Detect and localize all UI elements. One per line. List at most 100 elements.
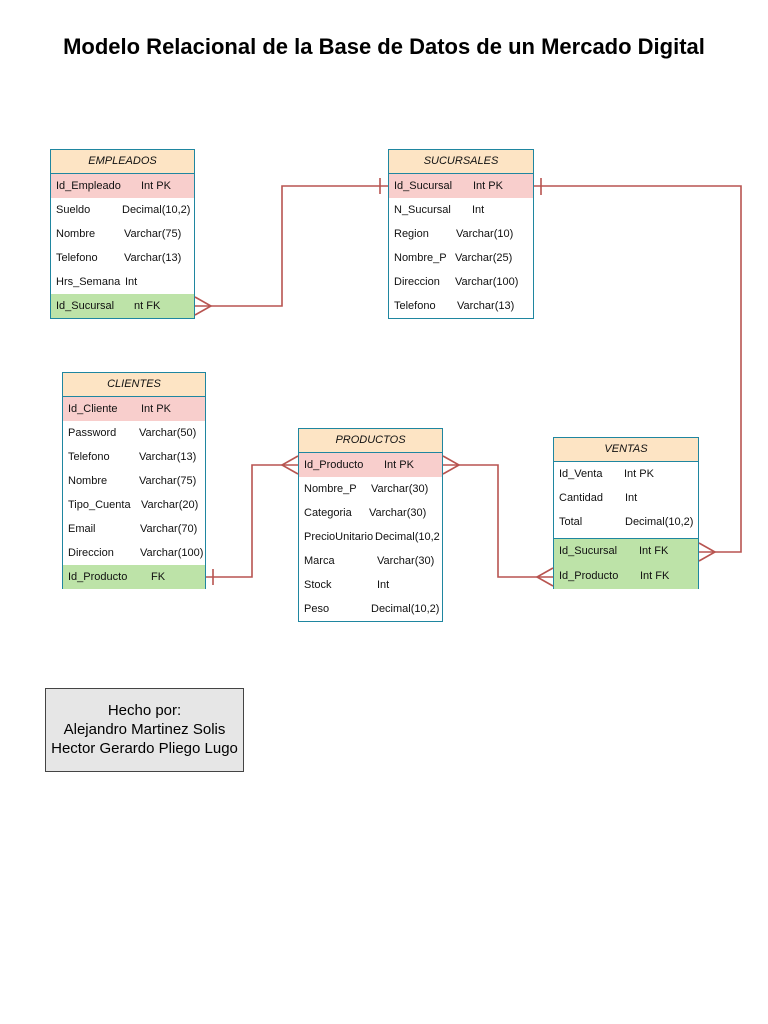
field-type: Varchar(20) [141, 499, 199, 511]
field-name: Hrs_Semana [56, 276, 121, 288]
field-type: Decimal(10,2) [371, 603, 440, 615]
field-name: Nombre [56, 228, 96, 240]
field-name: Direccion [394, 276, 440, 288]
table-row: PrecioUnitario Decimal(10,2 [299, 525, 442, 549]
table-row: Peso Decimal(10,2) [299, 597, 442, 621]
field-type: Varchar(13) [124, 252, 182, 264]
table-empleados: EMPLEADOS Id_Empleado Int PK Sueldo Deci… [50, 149, 195, 319]
table-clientes: CLIENTES Id_Cliente Int PK Password Varc… [62, 372, 206, 589]
table-row: Id_Producto FK [63, 565, 205, 589]
field-type: Int PK [473, 180, 503, 192]
table-row: Hrs_Semana Int [51, 270, 194, 294]
field-type: Int PK [624, 468, 654, 480]
table-row: Nombre_P Varchar(30) [299, 477, 442, 501]
table-header: PRODUCTOS [299, 429, 442, 453]
field-type: Int [625, 492, 638, 504]
table-row: Id_Cliente Int PK [63, 397, 205, 421]
field-name: Cantidad [559, 492, 604, 504]
field-type: Varchar(70) [140, 523, 198, 535]
table-row: Telefono Varchar(13) [51, 246, 194, 270]
field-type: Varchar(25) [455, 252, 513, 264]
field-name: Id_Producto [68, 571, 128, 583]
table-header: CLIENTES [63, 373, 205, 397]
field-name: Id_Producto [304, 459, 364, 471]
field-type: Varchar(30) [377, 555, 435, 567]
table-row: Direccion Varchar(100) [63, 541, 205, 565]
field-name: Direccion [68, 547, 114, 559]
field-type: Decimal(10,2) [122, 204, 191, 216]
table-row: Stock Int [299, 573, 442, 597]
credits-label: Hecho por: [107, 702, 182, 719]
table-row: Telefono Varchar(13) [63, 445, 205, 469]
field-type: Int PK [384, 459, 414, 471]
field-name: Tipo_Cuenta [68, 499, 131, 511]
author-name: Hector Gerardo Pliego Lugo [51, 740, 238, 757]
field-type: nt FK [134, 300, 161, 312]
table-row: Id_Producto Int PK [299, 453, 442, 477]
field-name: Marca [304, 555, 335, 567]
table-row: Id_Sucursal Int FK [554, 539, 698, 564]
table-row: Sueldo Decimal(10,2) [51, 198, 194, 222]
many-marker [442, 455, 461, 475]
field-type: Int [125, 276, 138, 288]
table-productos: PRODUCTOS Id_Producto Int PK Nombre_P Va… [298, 428, 443, 622]
field-name: Telefono [394, 300, 436, 312]
table-row: Email Varchar(70) [63, 517, 205, 541]
field-name: Id_Sucursal [394, 180, 453, 192]
field-name: PrecioUnitario [304, 531, 374, 543]
field-name: Id_Empleado [56, 180, 121, 192]
field-type: Int PK [141, 180, 171, 192]
table-row: Nombre Varchar(75) [63, 469, 205, 493]
field-type: Varchar(13) [139, 451, 197, 463]
many-marker [535, 567, 554, 587]
table-row: Password Varchar(50) [63, 421, 205, 445]
table-header: EMPLEADOS [51, 150, 194, 174]
relation-clientes-productos [206, 464, 298, 578]
credits-box: Hecho por: Alejandro Martinez Solis Hect… [45, 688, 244, 772]
field-name: Region [394, 228, 429, 240]
field-type: Varchar(30) [369, 507, 427, 519]
field-type: Varchar(75) [124, 228, 182, 240]
table-row: Nombre Varchar(75) [51, 222, 194, 246]
field-name: Sueldo [56, 204, 91, 216]
table-row: Direccion Varchar(100) [389, 270, 533, 294]
field-type: Varchar(30) [371, 483, 429, 495]
table-row: N_Sucursal Int [389, 198, 533, 222]
field-name: Email [68, 523, 96, 535]
table-ventas: VENTAS Id_Venta Int PK Cantidad Int Tota… [553, 437, 699, 589]
diagram-title: Modelo Relacional de la Base de Datos de… [63, 34, 705, 59]
table-header: SUCURSALES [389, 150, 533, 174]
field-name: Stock [304, 579, 332, 591]
table-row: Id_Sucursal Int PK [389, 174, 533, 198]
field-type: Varchar(13) [457, 300, 515, 312]
field-type: Decimal(10,2 [375, 531, 440, 543]
field-name: N_Sucursal [394, 204, 451, 216]
field-type: FK [151, 571, 166, 583]
field-type: Varchar(75) [139, 475, 197, 487]
table-row: Tipo_Cuenta Varchar(20) [63, 493, 205, 517]
field-type: Int FK [639, 545, 669, 557]
field-type: Int [377, 579, 390, 591]
field-name: Categoria [304, 507, 352, 519]
field-name: Id_Sucursal [56, 300, 115, 312]
many-marker [698, 542, 717, 562]
field-name: Total [559, 516, 583, 528]
table-row: Id_Producto Int FK [554, 564, 698, 589]
relation-productos-ventas [443, 464, 553, 578]
field-name: Telefono [56, 252, 98, 264]
field-name: Password [68, 427, 117, 439]
table-row: Region Varchar(10) [389, 222, 533, 246]
field-type: Varchar(100) [455, 276, 519, 288]
table-row: Id_Sucursal nt FK [51, 294, 194, 318]
field-name: Nombre_P [304, 483, 357, 495]
field-name: Telefono [68, 451, 110, 463]
field-name: Id_Sucursal [559, 545, 618, 557]
table-row: Id_Empleado Int PK [51, 174, 194, 198]
field-name: Peso [304, 603, 330, 615]
field-type: Varchar(50) [139, 427, 197, 439]
table-row: Id_Venta Int PK [554, 462, 698, 486]
field-name: Id_Cliente [68, 403, 118, 415]
field-type: Int [472, 204, 485, 216]
table-row: Telefono Varchar(13) [389, 294, 533, 318]
relation-empleados-sucursales [195, 185, 388, 307]
